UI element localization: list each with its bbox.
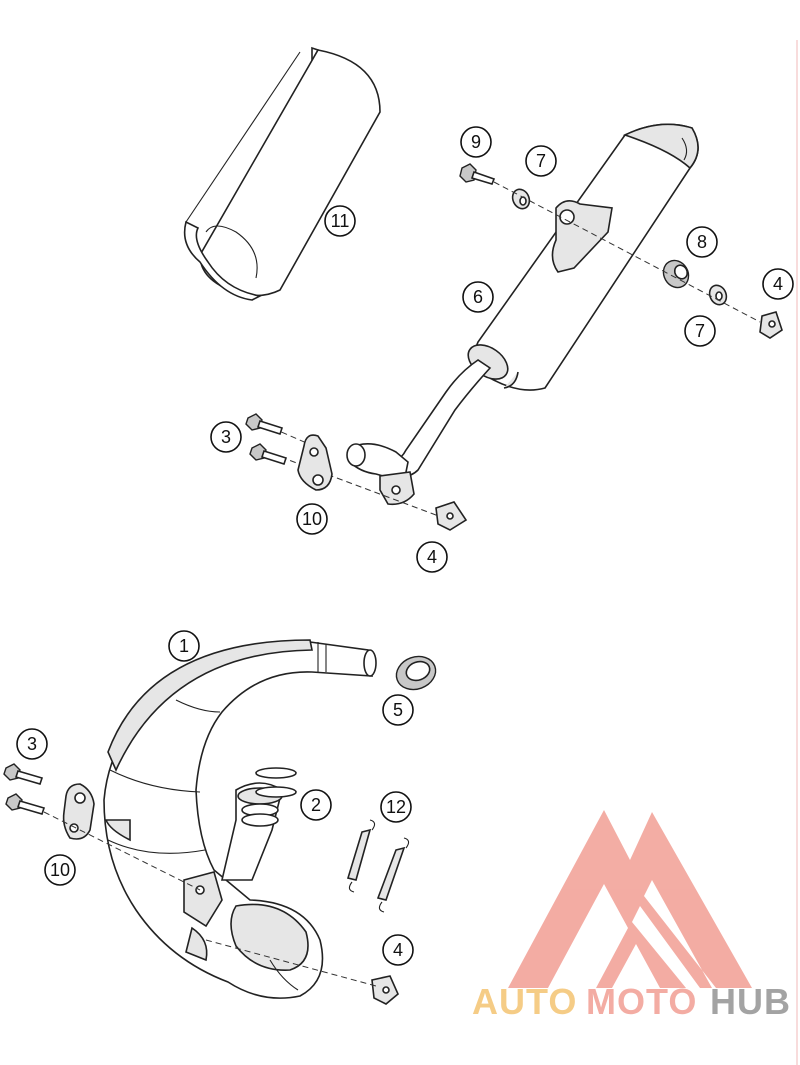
- assembly-line-upper-1: [493, 181, 761, 323]
- svg-text:9: 9: [471, 132, 481, 152]
- seal-5: [395, 655, 437, 691]
- clip-nut-4-upper: [759, 311, 783, 339]
- svg-text:1: 1: [179, 636, 189, 656]
- callout-6: 6: [462, 281, 494, 313]
- callout-4-middle: 4: [416, 541, 448, 573]
- bolt-9: [459, 163, 496, 185]
- assembly-line-upper-3: [261, 449, 445, 519]
- svg-text:4: 4: [427, 547, 437, 567]
- callout-9: 9: [460, 126, 492, 158]
- bolts-3-lower: [3, 763, 46, 815]
- svg-text:10: 10: [50, 860, 70, 880]
- silencer: [346, 123, 699, 506]
- svg-text:4: 4: [393, 940, 403, 960]
- watermark-hub: HUB: [710, 981, 791, 1022]
- callout-5: 5: [382, 694, 414, 726]
- svg-text:5: 5: [393, 700, 403, 720]
- watermark-moto: MOTO: [586, 981, 697, 1022]
- svg-text:2: 2: [311, 795, 321, 815]
- callout-7-lower: 7: [684, 315, 716, 347]
- svg-text:8: 8: [697, 232, 707, 252]
- callout-11: 11: [324, 205, 356, 237]
- exhaust-header-pipe: [103, 639, 377, 999]
- bolts-3-upper: [245, 413, 288, 466]
- washer-7-upper: [511, 188, 531, 210]
- callout-3-lower: 3: [16, 728, 48, 760]
- callout-4-upper: 4: [762, 268, 794, 300]
- svg-text:7: 7: [536, 151, 546, 171]
- springs-12: [346, 819, 410, 913]
- svg-text:10: 10: [302, 509, 322, 529]
- callout-4-lower: 4: [382, 934, 414, 966]
- watermark-triangle-mark: [508, 810, 752, 988]
- svg-text:6: 6: [473, 287, 483, 307]
- callout-12: 12: [380, 791, 412, 823]
- watermark-auto: AUTO: [472, 981, 577, 1022]
- svg-text:4: 4: [773, 274, 783, 294]
- svg-text:11: 11: [331, 211, 350, 231]
- callout-3-upper: 3: [210, 421, 242, 453]
- clip-nut-4-lower: [371, 975, 399, 1005]
- svg-text:3: 3: [27, 734, 37, 754]
- o-rings-2: [255, 767, 297, 798]
- callout-1: 1: [168, 630, 200, 662]
- bracket-10-lower: [62, 783, 95, 840]
- callout-10-lower: 10: [44, 854, 76, 886]
- watermark-logo: AUTO MOTO HUB: [472, 810, 791, 1022]
- callout-10-upper: 10: [296, 503, 328, 535]
- heat-protection-sleeve: [183, 46, 381, 301]
- bracket-10-upper: [297, 434, 333, 491]
- svg-text:7: 7: [695, 321, 705, 341]
- rubber-grommet-8: [662, 259, 690, 289]
- svg-text:3: 3: [221, 427, 231, 447]
- clip-nut-4-middle: [435, 501, 468, 531]
- svg-text:12: 12: [386, 797, 406, 817]
- callout-7-upper: 7: [525, 145, 557, 177]
- callout-8: 8: [686, 226, 718, 258]
- callout-2: 2: [300, 789, 332, 821]
- assembly-line-lower-1: [43, 811, 201, 891]
